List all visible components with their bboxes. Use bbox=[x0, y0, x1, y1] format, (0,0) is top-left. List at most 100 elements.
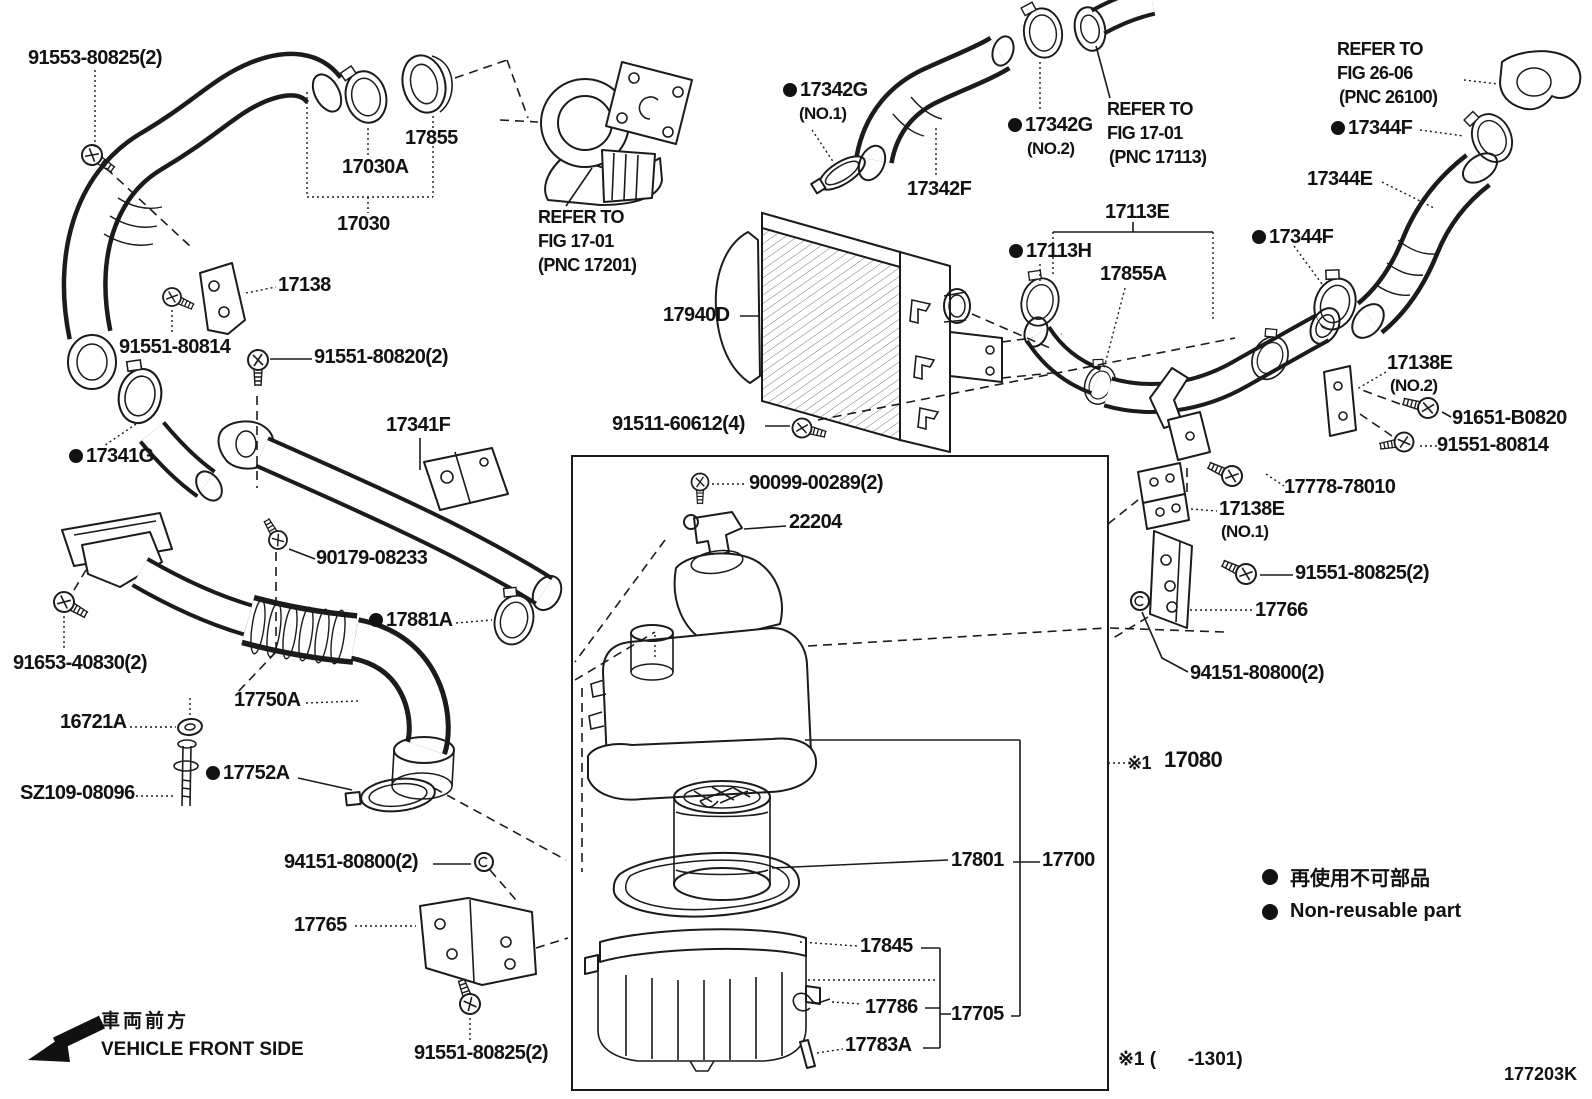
air-hose-17030-drawing bbox=[61, 51, 343, 502]
part-label-text: 17783A bbox=[845, 1034, 912, 1056]
part-label-text: FIG 17-01 bbox=[538, 231, 614, 251]
air-duct-17750-drawing bbox=[49, 512, 455, 813]
non-reusable-dot-icon bbox=[206, 766, 220, 780]
part-label-17765: 17765 bbox=[294, 915, 347, 935]
part-label-17113e: 17113E bbox=[1105, 201, 1170, 223]
part-label-text: 17344E bbox=[1307, 168, 1373, 190]
part-label-refer-to: REFER TO bbox=[1337, 40, 1423, 58]
part-label-17700: 17700 bbox=[1042, 850, 1095, 870]
leader-lines bbox=[63, 45, 1499, 1054]
part-label-91553-80825-2: 91553-80825(2) bbox=[28, 47, 163, 69]
part-label-text: (NO.2) bbox=[1390, 376, 1438, 395]
part-label-91511-60612-4: 91511-60612(4) bbox=[612, 414, 745, 434]
part-label-text: 17030 bbox=[337, 213, 390, 235]
part-label-17342f: 17342F bbox=[907, 178, 972, 200]
part-label-text: FIG 17-01 bbox=[1107, 123, 1183, 143]
part-label-17750a: 17750A bbox=[234, 689, 301, 711]
part-label-text: 17855 bbox=[405, 127, 458, 149]
part-label-text: (PNC 26100) bbox=[1339, 87, 1438, 107]
part-label-text: 22204 bbox=[789, 511, 842, 533]
vehicle-front-note: 車両前方 VEHICLE FRONT SIDE bbox=[101, 1006, 304, 1061]
part-label-text: 17750A bbox=[234, 689, 301, 711]
legend-text-jp: 再使用不可部品 bbox=[1290, 868, 1430, 890]
intercooler-pipe-17113-drawing bbox=[1016, 266, 1442, 530]
non-reusable-dot-icon bbox=[1009, 244, 1023, 258]
bracket-17766-drawing bbox=[1130, 530, 1261, 629]
variant-note: ※1 ( -1301) bbox=[1118, 1049, 1243, 1070]
vehicle-front-arrow-icon bbox=[28, 1015, 106, 1062]
part-label-text: 17766 bbox=[1255, 599, 1308, 621]
air-cleaner-cap-17080-drawing bbox=[587, 549, 818, 808]
part-label-94151-80800-2: 94151-80800(2) bbox=[1190, 663, 1325, 683]
part-label-no-1: (NO.1) bbox=[1221, 523, 1269, 540]
part-label-17752a: 17752A bbox=[206, 763, 290, 783]
part-label-91551-80820-2: 91551-80820(2) bbox=[314, 346, 449, 368]
part-label-text: 17113E bbox=[1105, 201, 1170, 223]
gasket-17845-drawing bbox=[612, 851, 801, 918]
part-label-sz109-08096: SZ109-08096 bbox=[20, 783, 135, 803]
figure-code: 177203K bbox=[1504, 1064, 1578, 1084]
part-label-text: 91551-80825(2) bbox=[1295, 562, 1430, 584]
air-inlet-pnc26100-drawing bbox=[1499, 50, 1582, 111]
hose-17344E-drawing bbox=[1351, 152, 1499, 339]
part-label-text: FIG 26-06 bbox=[1337, 63, 1413, 83]
part-label-refer-to: REFER TO bbox=[1107, 100, 1193, 118]
part-label-text: 91551-80814 bbox=[1437, 434, 1549, 456]
legend-row-en: Non-reusable part bbox=[1262, 900, 1461, 923]
part-label-17766: 17766 bbox=[1255, 600, 1308, 620]
inset-box-border bbox=[571, 455, 1109, 1091]
part-label-90099-00289-2: 90099-00289(2) bbox=[749, 473, 884, 493]
part-label-text: 17940D bbox=[663, 304, 730, 326]
part-label-text: 17342G bbox=[1025, 114, 1093, 136]
part-label-text: SZ109-08096 bbox=[20, 782, 135, 804]
part-label-refer-to: REFER TO bbox=[538, 208, 624, 226]
pin-17783A-drawing bbox=[799, 1039, 816, 1069]
part-label-fig-17-01: FIG 17-01 bbox=[538, 232, 614, 250]
part-label-17341f: 17341F bbox=[386, 414, 451, 436]
legend: 再使用不可部品 Non-reusable part bbox=[1262, 862, 1461, 932]
part-label-text: REFER TO bbox=[1337, 39, 1423, 59]
part-label-text: 91653-40830(2) bbox=[13, 652, 148, 674]
part-label-17855a: 17855A bbox=[1100, 264, 1167, 284]
part-label-text: 17778-78010 bbox=[1284, 476, 1396, 498]
part-label-17138e: 17138E bbox=[1219, 499, 1285, 519]
part-label-text: 17344F bbox=[1269, 226, 1334, 248]
part-label-17801: 17801 bbox=[951, 850, 1004, 870]
part-label-text: 17881A bbox=[386, 609, 453, 631]
part-label-text: 17138 bbox=[278, 274, 331, 296]
part-label-90179-08233: 90179-08233 bbox=[316, 547, 428, 569]
part-label-text: 90179-08233 bbox=[316, 547, 428, 569]
part-label-text: 17786 bbox=[865, 996, 918, 1018]
part-label-17113h: 17113H bbox=[1009, 241, 1092, 261]
part-label-91551-80814: 91551-80814 bbox=[119, 336, 231, 358]
part-label-text: 17341G bbox=[86, 445, 154, 467]
case-17705-drawing bbox=[584, 928, 821, 1072]
part-label-text: 17342F bbox=[907, 178, 972, 200]
non-reusable-dot-icon bbox=[1262, 868, 1278, 885]
part-label-17881a: 17881A bbox=[369, 609, 453, 631]
part-label-17138e: 17138E bbox=[1387, 353, 1453, 373]
part-label-fig-17-01: FIG 17-01 bbox=[1107, 124, 1183, 142]
part-label-text: 91553-80825(2) bbox=[28, 47, 163, 69]
non-reusable-dot-icon bbox=[1262, 903, 1278, 920]
part-label-text: 94151-80800(2) bbox=[284, 851, 419, 873]
part-label-17786: 17786 bbox=[865, 997, 918, 1017]
part-label-text: 17700 bbox=[1042, 849, 1095, 871]
non-reusable-dot-icon bbox=[1331, 121, 1345, 135]
part-label-text: 16721A bbox=[60, 711, 127, 733]
part-label-91551-80814: 91551-80814 bbox=[1437, 434, 1549, 456]
clip-17786-drawing bbox=[792, 992, 831, 1012]
hose-end-17855-drawing bbox=[401, 54, 453, 114]
part-label-text: (NO.1) bbox=[799, 104, 847, 123]
part-label-text: 91551-80820(2) bbox=[314, 346, 449, 368]
part-label-text: REFER TO bbox=[538, 207, 624, 227]
part-label-text: 91551-80814 bbox=[119, 336, 231, 358]
part-label-no-2: (NO.2) bbox=[1027, 140, 1075, 157]
part-label-17783a: 17783A bbox=[845, 1034, 912, 1056]
part-label-17030: 17030 bbox=[337, 214, 390, 234]
part-label-text: 17341F bbox=[386, 414, 451, 436]
part-label-94151-80800-2: 94151-80800(2) bbox=[284, 851, 419, 873]
intercooler-17940D-drawing bbox=[714, 211, 1063, 453]
